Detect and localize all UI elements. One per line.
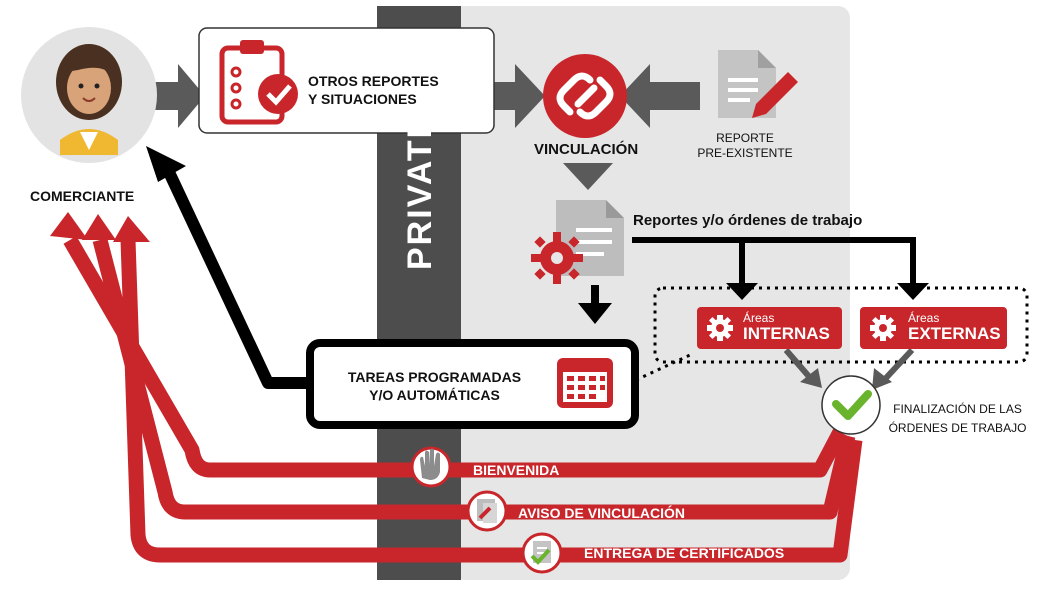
vinculacion-label: VINCULACIÓN bbox=[534, 141, 639, 158]
tareas-label: TAREAS PROGRAMADAS Y/O AUTOMÁTICAS bbox=[322, 368, 547, 404]
finalizacion-line2: ÓRDENES DE TRABAJO bbox=[888, 421, 1027, 435]
areas-externas-small: Áreas bbox=[908, 311, 940, 325]
areas-internas-badge: Áreas INTERNAS bbox=[697, 307, 842, 349]
areas-externas-big: EXTERNAS bbox=[908, 324, 1001, 343]
notification-bienvenida: BIENVENIDA bbox=[473, 462, 560, 478]
private-band-label: PRIVATE bbox=[401, 113, 439, 270]
gear-icon bbox=[870, 315, 896, 341]
arrow-reports-to-link bbox=[462, 64, 545, 128]
return-arrowhead-2 bbox=[82, 214, 116, 240]
return-arrowheads bbox=[50, 212, 150, 242]
merchant-avatar-icon bbox=[21, 27, 157, 163]
areas-internas-small: Áreas bbox=[743, 311, 775, 325]
return-arrow-1 bbox=[63, 236, 847, 478]
otros-reportes-line2: Y SITUACIONES bbox=[308, 91, 417, 107]
areas-dotted-group bbox=[653, 286, 1029, 364]
finalizacion-line1: FINALIZACIÓN DE LAS bbox=[893, 402, 1022, 416]
reporte-preexistente-line2: PRE-EXISTENTE bbox=[697, 146, 793, 160]
link-icon bbox=[543, 54, 627, 138]
return-arrows bbox=[63, 236, 863, 563]
tareas-box bbox=[306, 339, 639, 429]
arrow-tasks-to-merchant bbox=[162, 167, 310, 389]
hand-icon bbox=[410, 446, 452, 488]
arrow-to-tasks bbox=[578, 303, 612, 324]
return-arrowhead-3 bbox=[113, 216, 150, 242]
finalizacion-label: FINALIZACIÓN DE LAS ÓRDENES DE TRABAJO bbox=[880, 400, 1035, 438]
tareas-line2: Y/O AUTOMÁTICAS bbox=[369, 387, 500, 403]
private-panel bbox=[452, 6, 850, 580]
certificate-check-icon bbox=[521, 532, 563, 574]
tareas-line1: TAREAS PROGRAMADAS bbox=[347, 369, 522, 385]
reportes-ordenes-label: Reportes y/o órdenes de trabajo bbox=[633, 212, 863, 229]
checkmark-icon bbox=[821, 375, 881, 435]
otros-reportes-line1: OTROS REPORTES bbox=[308, 73, 439, 89]
arrow-link-down bbox=[563, 163, 613, 190]
document-pencil-icon bbox=[718, 50, 798, 118]
otros-reportes-label: OTROS REPORTES Y SITUACIONES bbox=[308, 72, 439, 108]
document-gear-icon bbox=[531, 200, 624, 284]
notification-aviso-vinculacion: AVISO DE VINCULACIÓN bbox=[518, 505, 685, 521]
arrow-merchant-to-reports bbox=[153, 64, 205, 128]
arrow-reports-branch bbox=[632, 237, 916, 290]
areas-externas-badge: Áreas EXTERNAS bbox=[860, 307, 1007, 349]
reporte-preexistente-label: REPORTE PRE-EXISTENTE bbox=[690, 131, 800, 161]
return-arrow-2 bbox=[92, 238, 856, 520]
reporte-preexistente-line1: REPORTE bbox=[716, 131, 774, 145]
return-arrowhead-1 bbox=[50, 212, 88, 240]
gray-arrows bbox=[153, 64, 700, 190]
arrow-preexist-to-link bbox=[620, 64, 700, 128]
clipboard-check-icon bbox=[219, 40, 298, 125]
merchant-label: COMERCIANTE bbox=[30, 188, 135, 204]
document-link-icon bbox=[466, 490, 508, 532]
calendar-icon bbox=[557, 358, 613, 408]
notification-entrega-certificados: ENTREGA DE CERTIFICADOS bbox=[584, 545, 785, 561]
gear-icon bbox=[707, 315, 733, 341]
return-arrow-3 bbox=[120, 239, 863, 563]
areas-internas-big: INTERNAS bbox=[743, 324, 830, 343]
